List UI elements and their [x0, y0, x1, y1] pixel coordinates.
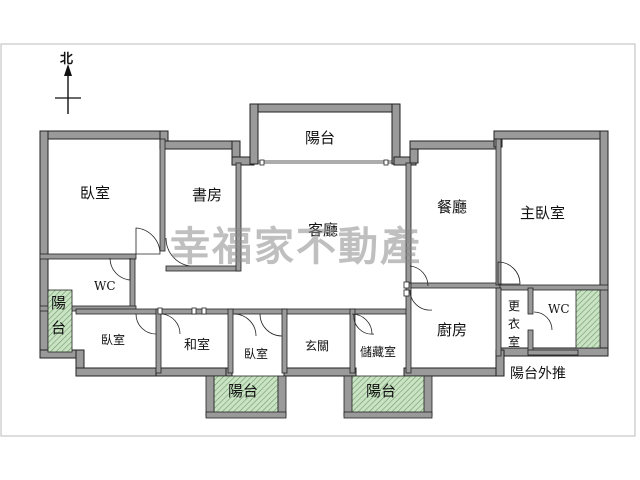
label-balcony-north: 陽台	[305, 129, 335, 147]
label-dining-room: 餐廳	[437, 198, 467, 216]
label-dressing-3: 室	[508, 334, 520, 349]
label-balcony-west-2: 台	[51, 319, 66, 337]
label-dressing-1: 更	[508, 299, 520, 313]
balcony-south-2-wall-right	[423, 375, 433, 417]
balcony-south-2-wall-bottom	[343, 411, 433, 419]
watermark-text: 幸福家不動產	[170, 224, 422, 270]
label-entrance: 玄關	[305, 338, 329, 353]
label-bedroom-nw: 臥室	[80, 184, 110, 202]
sliding-door-marks	[157, 281, 410, 315]
door-swings	[109, 227, 553, 337]
page-frame	[0, 43, 636, 437]
label-bedroom-small: 臥室	[244, 346, 268, 361]
label-japanese-room: 和室	[184, 337, 210, 353]
north-arrow-icon	[64, 64, 72, 76]
north-compass: 北	[55, 52, 81, 114]
balcony-south-1-wall-bottom	[205, 411, 287, 419]
label-dressing-2: 衣	[508, 316, 520, 331]
label-study: 書房	[192, 186, 222, 204]
balcony-south-2-wall-left	[343, 375, 353, 417]
label-balcony-south-2: 陽台	[366, 382, 396, 400]
label-balcony-south-1: 陽台	[228, 382, 258, 400]
balcony-west-hatch	[47, 289, 73, 353]
label-balcony-west-1: 陽	[51, 294, 66, 312]
label-kitchen: 廚房	[437, 321, 467, 339]
balcony-south-1-wall-left	[205, 375, 215, 417]
balcony-south-1-wall-right	[277, 375, 287, 417]
interior-walls	[39, 138, 609, 374]
balcony-east-hatch	[575, 289, 601, 349]
label-storage: 儲藏室	[360, 344, 396, 359]
label-wc-east: WC	[548, 302, 570, 316]
north-window	[258, 159, 392, 166]
label-balcony-push-out: 陽台外推	[510, 366, 566, 382]
label-wc-west: WC	[94, 279, 116, 293]
balcony-south-1-hatch	[213, 375, 279, 417]
label-bedroom-sw: 臥室	[101, 332, 125, 347]
room-labels: 臥室 書房 陽台 客廳 餐廳 主臥室 WC 陽 台 臥室 和室 臥室 玄關 儲藏…	[51, 129, 570, 400]
label-living-room: 客廳	[308, 221, 338, 239]
label-master-bedroom: 主臥室	[520, 204, 565, 222]
north-label: 北	[60, 52, 73, 67]
